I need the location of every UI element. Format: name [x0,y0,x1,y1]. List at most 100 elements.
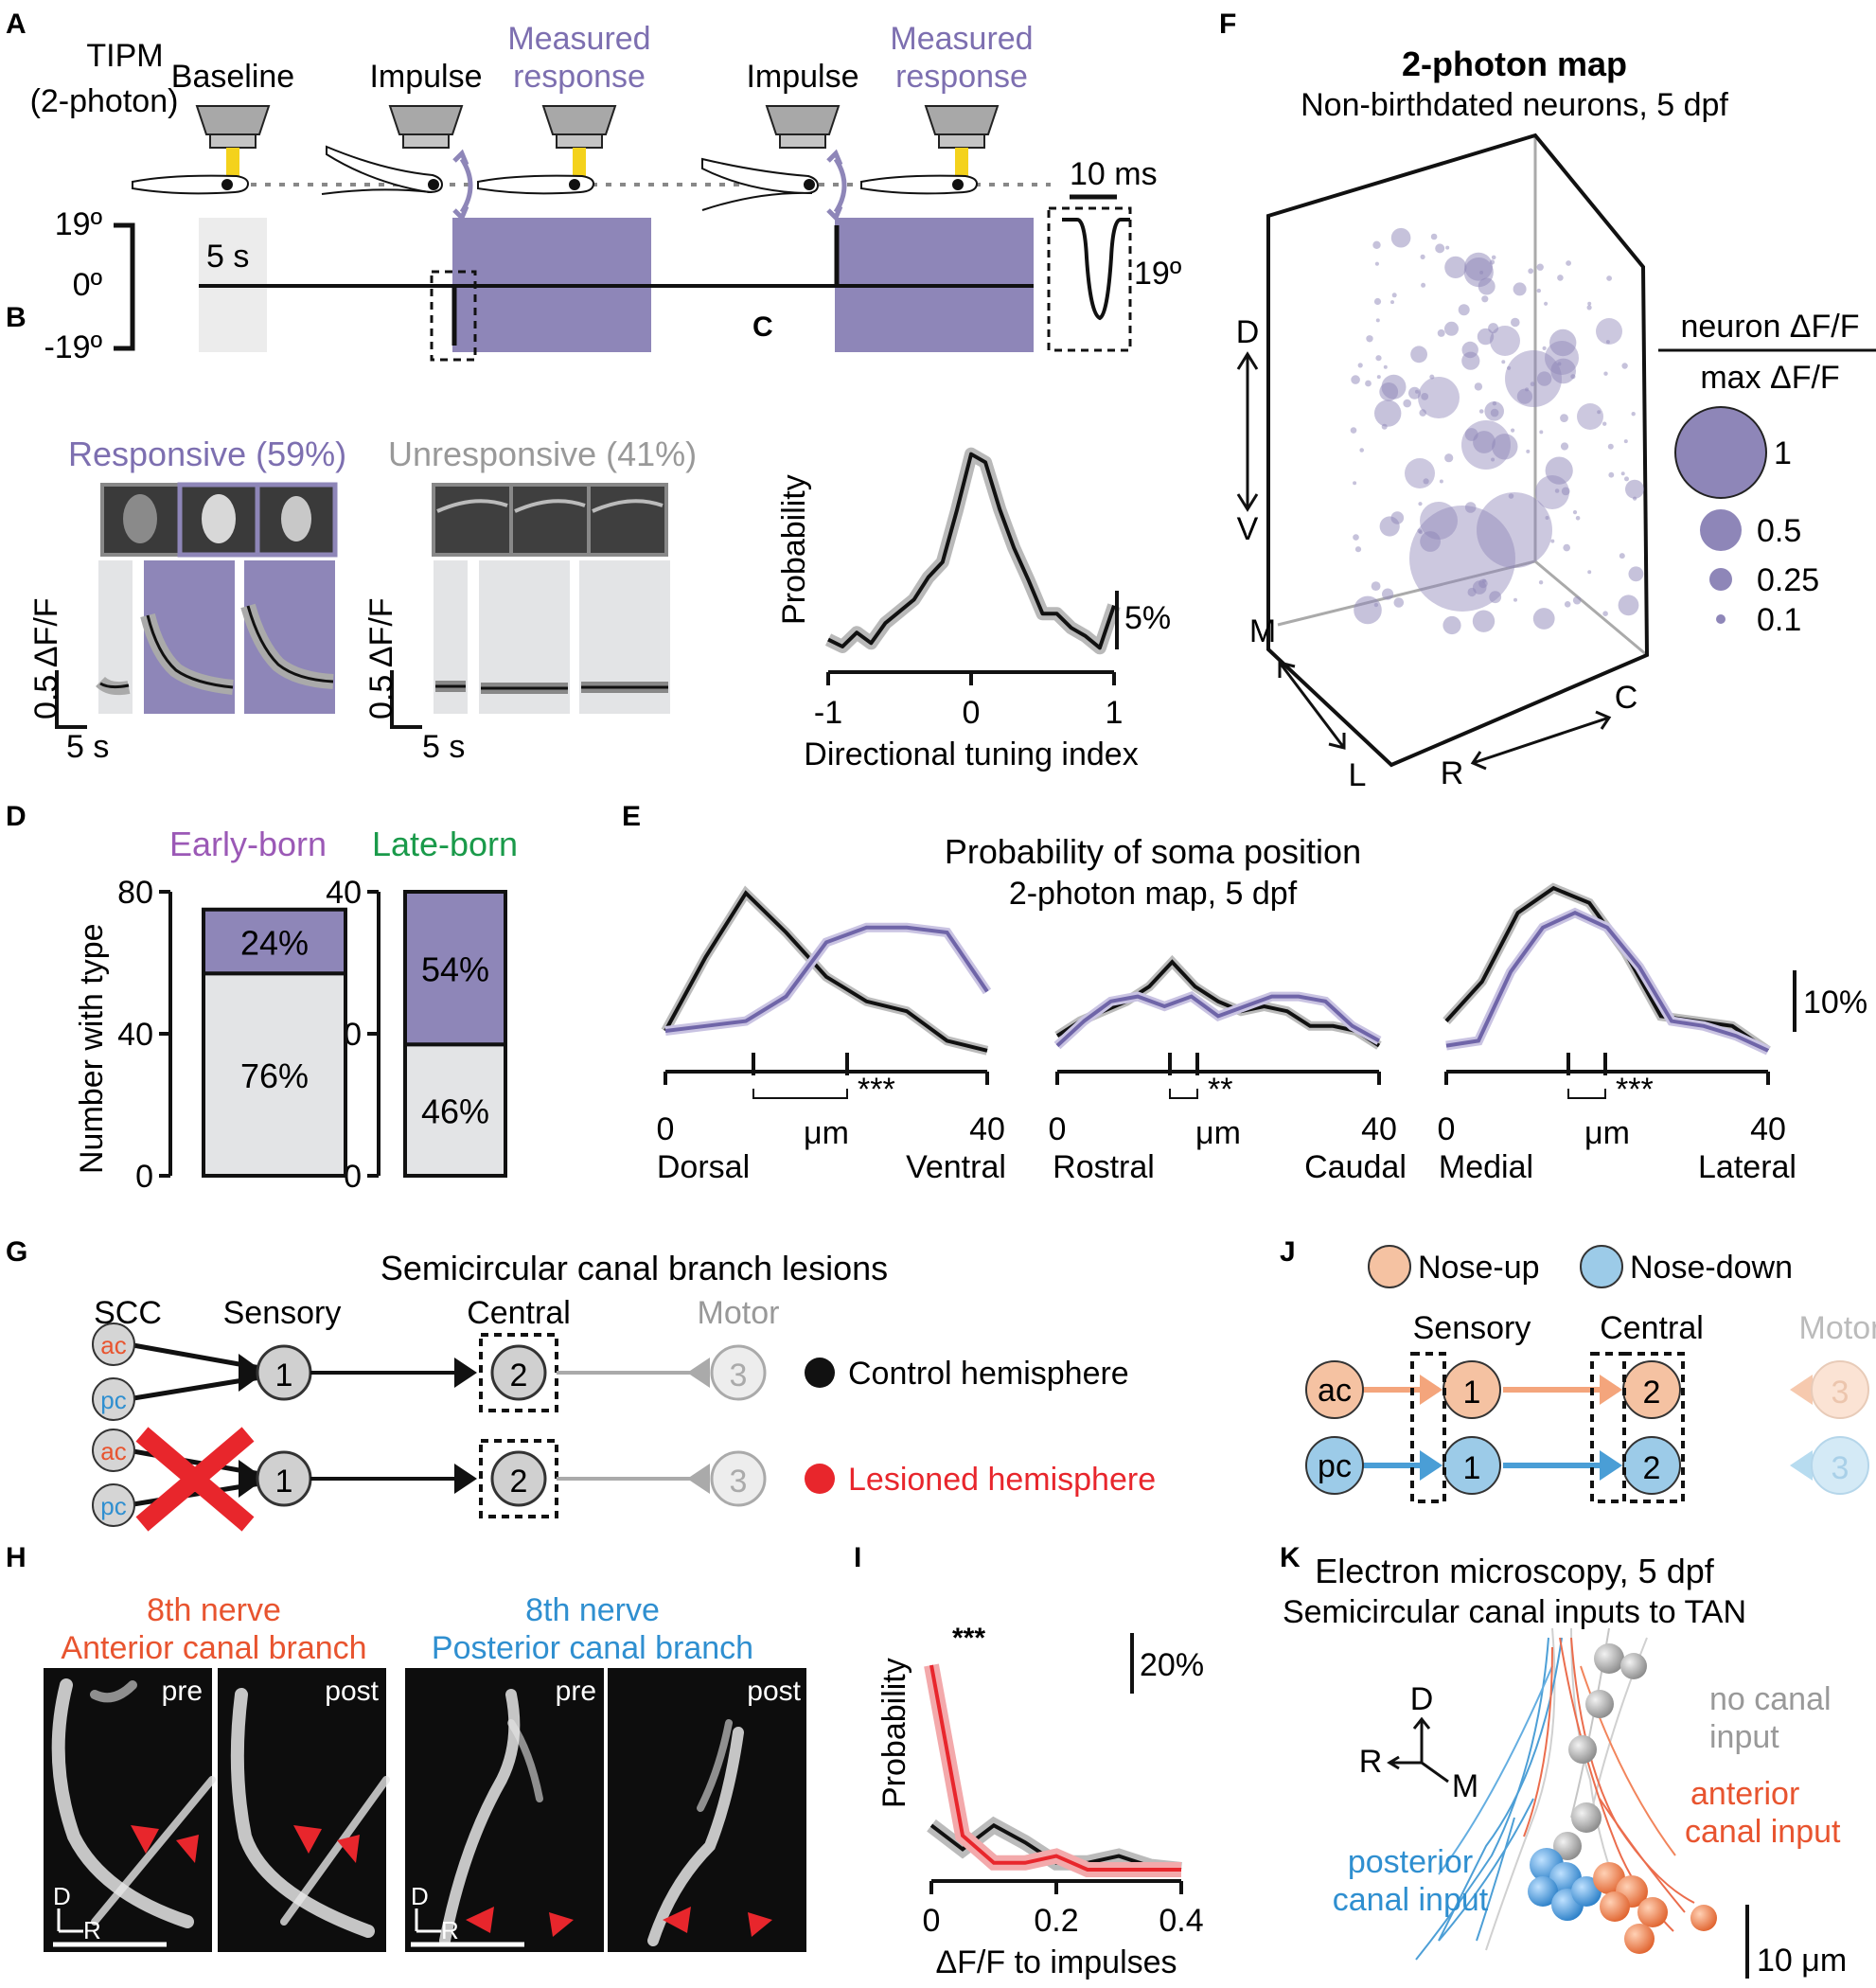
c-tick-1: 1 [1106,695,1124,731]
h-axis-d-2: D [411,1882,429,1910]
f-bubble [1464,252,1493,281]
step-baseline-label: Baseline [171,59,294,95]
panel-d: Number with type Early-born Late-born 80… [74,825,518,1195]
f-bubble [1511,428,1515,433]
f-legend-size-3: 0.25 [1757,562,1819,598]
f-subtitle: Non-birthdated neurons, 5 dpf [1301,87,1728,123]
f-bubble [1554,488,1560,493]
objective-icon [195,105,271,176]
unresponsive-thumbnails [432,483,668,557]
f-bubble [1606,275,1612,281]
g-col-sensory: Sensory [223,1295,342,1331]
f-bubble [1444,321,1459,336]
f-bubble [1489,591,1502,604]
objective-icon [924,105,1000,176]
f-bubble [1373,297,1382,306]
h-post-2: post [747,1676,801,1707]
h-pre-2: pre [556,1676,596,1707]
objective-icon [388,105,464,149]
f-bubble [1511,317,1520,328]
e-left-label-1: Dorsal [657,1149,750,1185]
f-bubble [1572,595,1582,605]
h-arrowheads [131,1825,772,1937]
objective-icon [541,105,617,176]
f-bubble [1621,363,1628,369]
f-bubble [1587,301,1592,306]
d-early-tick-80: 80 [117,875,153,911]
f-axis-l: L [1349,757,1367,793]
panel-k: Electron microscopy, 5 dpf Semicircular … [1283,1552,1847,1979]
f-bubble [1563,543,1570,552]
unresponsive-label: Unresponsive (41%) [388,435,697,473]
f-bubble [1381,423,1388,430]
f-bubble [1545,456,1573,485]
e-left-label-3: Medial [1439,1149,1533,1185]
panel-letter-e: E [622,801,641,832]
f-bubble [1603,371,1608,376]
f-bubble [1566,260,1571,266]
f-bubble [1444,256,1467,278]
tipm-label-line1: TIPM [86,38,163,74]
f-bubble [1608,471,1615,478]
k-anterior-2: canal input [1685,1814,1841,1850]
step-impulse-label-2: Impulse [746,59,858,95]
f-bubble [1513,597,1517,602]
f-bubble [1359,448,1364,453]
f-bubble [1420,254,1425,259]
g-control-label: Control hemisphere [848,1356,1129,1392]
k-anterior-1: anterior [1690,1776,1799,1812]
f-bubble [1490,326,1520,356]
j-col-central: Central [1600,1310,1704,1346]
j-canal-ac: ac [1318,1373,1352,1409]
f-bubble [1544,301,1549,306]
g-node-1: 1 [275,1358,293,1393]
k-no-input-1: no canal [1709,1681,1832,1717]
i-scale: 20% [1140,1647,1204,1683]
j-legend-nosedown: Nose-down [1630,1250,1793,1286]
e-sig-3: *** [1616,1072,1654,1108]
d-bar-lower [403,1042,507,1178]
e-tick-right-2: 40 [1361,1111,1397,1147]
f-bubble [1418,502,1423,506]
f-bubble [1481,295,1489,303]
g-lesion-canal-ac: ac [100,1437,126,1465]
f-bubble [1560,442,1569,451]
f-bubble [1354,595,1382,625]
g-node-3: 3 [730,1358,748,1393]
e-sig-2: ** [1208,1072,1232,1108]
i-tick-0: 0 [923,1903,941,1939]
c-tick-0: 0 [963,695,981,731]
d-pct-lower: 46% [421,1092,489,1131]
f-bubble [1365,380,1372,387]
g-canal-ac: ac [100,1331,126,1359]
j-pc-node-2: 2 [1643,1450,1661,1486]
h-pre-1: pre [162,1676,203,1707]
f-bubble [1390,300,1394,305]
f-bubble [1532,608,1555,630]
f-bubble [1382,588,1394,600]
k-axis-d: D [1410,1681,1434,1717]
f-bubble [1561,487,1570,496]
panel-letters: A B C D E F G H I J K [6,9,1301,1573]
f-legend-circle-4 [1716,614,1726,624]
e-series-black [1055,959,1381,1048]
f-bubble [1478,409,1484,414]
c-x-label: Directional tuning index [804,737,1138,772]
f-bubble [1417,528,1423,534]
panel-letter-k: K [1280,1542,1301,1573]
f-bubble [1490,408,1499,417]
f-legend-denominator: max ΔF/F [1700,360,1839,396]
rotation-arrows [452,149,847,222]
h-axis-r-1: R [83,1916,101,1944]
j-col-motor: Motor [1799,1310,1876,1346]
f-bubble [1557,275,1564,281]
f-axis-r: R [1441,755,1464,791]
f-bubble [1374,399,1402,427]
d-bars: 76%24%46%54% [202,890,507,1178]
f-bubble [1421,393,1429,400]
g-lesion-label: Lesioned hemisphere [848,1462,1156,1498]
e-right-label-3: Lateral [1698,1149,1796,1185]
f-axis-m: M [1249,613,1276,649]
f-bubble [1473,431,1495,453]
panel-letter-i: I [854,1542,861,1573]
